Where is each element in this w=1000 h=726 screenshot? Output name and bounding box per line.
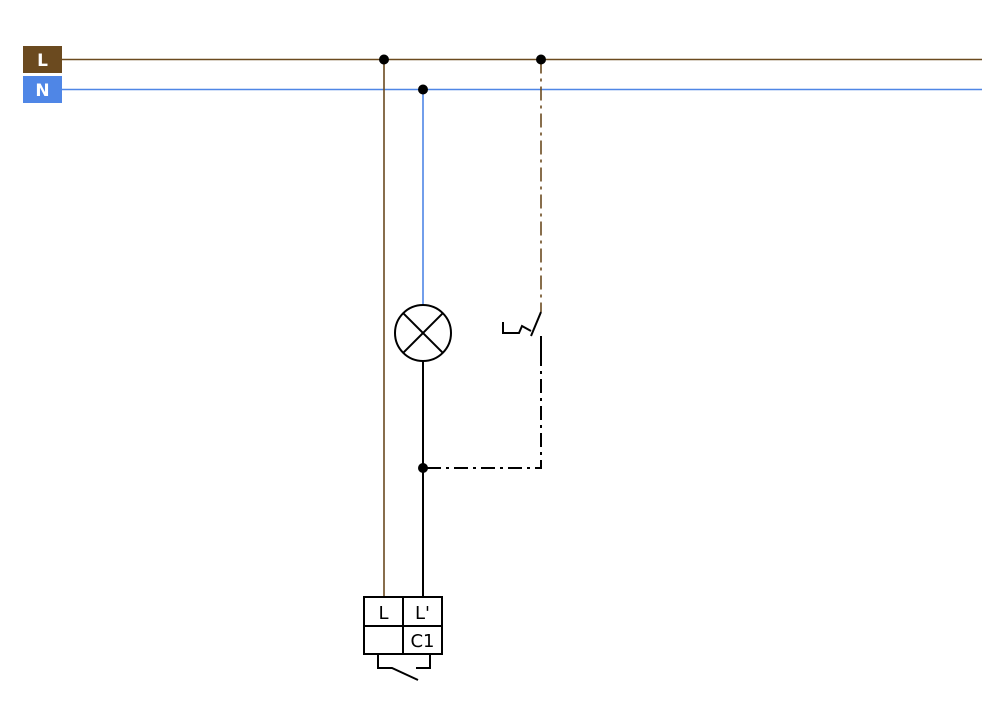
- pushbutton-icon: [502, 311, 542, 352]
- junction-line-feed: [379, 54, 389, 65]
- relay-contact-stub: [416, 654, 431, 669]
- junction-control-feed: [536, 54, 546, 65]
- terminal-block: [363, 596, 443, 655]
- junction-control-return: [418, 463, 428, 473]
- neutral-rail-badge: [23, 76, 62, 103]
- terminal-label-l-prime: L': [415, 603, 430, 624]
- lamp-icon: [394, 304, 452, 362]
- neutral-rail-label: N: [35, 81, 49, 101]
- terminal-label-c1: C1: [410, 631, 434, 652]
- terminal-label-l: L: [378, 603, 388, 624]
- control-wire-lower: [423, 352, 542, 469]
- relay-contact-icon: [377, 654, 419, 681]
- junction-neutral-drop: [418, 84, 428, 95]
- line-rail-badge: [23, 46, 62, 73]
- line-rail-label: L: [37, 51, 48, 71]
